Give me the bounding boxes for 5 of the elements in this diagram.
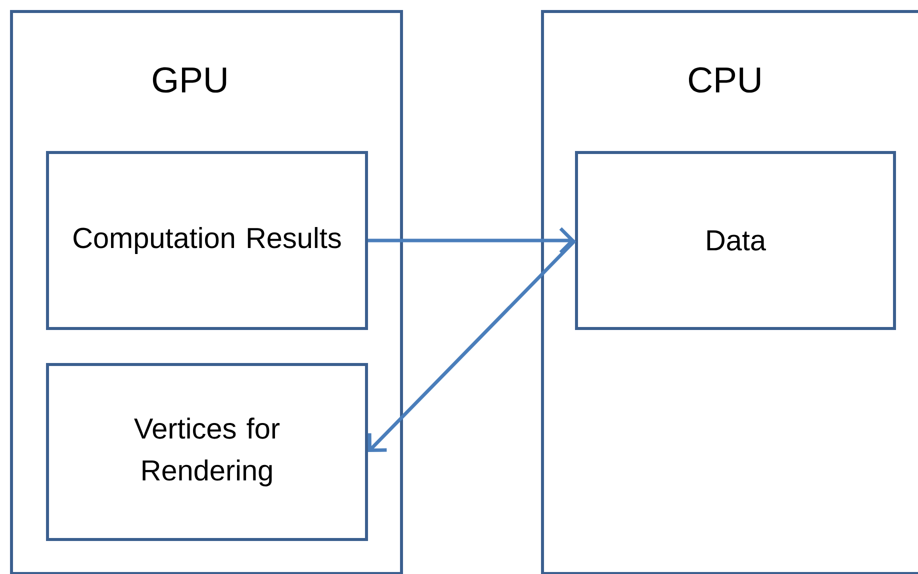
process-box: Data bbox=[575, 151, 896, 330]
arrow bbox=[368, 239, 576, 452]
process-box: Vertices for Rendering bbox=[46, 363, 368, 541]
arrow bbox=[368, 227, 575, 254]
process-box: Computation Results bbox=[46, 151, 368, 330]
